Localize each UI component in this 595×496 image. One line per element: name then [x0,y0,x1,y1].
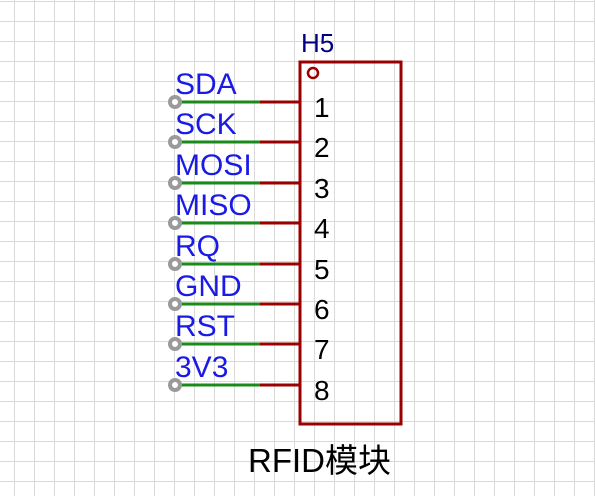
net-label[interactable]: MISO [175,189,252,222]
net-label[interactable]: SDA [175,68,237,101]
wire-end-terminal-icon[interactable] [168,135,182,149]
net-label[interactable]: GND [175,270,242,303]
wire-end-terminal-icon[interactable] [168,216,182,230]
net-label[interactable]: SCK [175,108,237,141]
net-label[interactable]: 3V3 [175,351,228,384]
wire-end-terminal-icon[interactable] [168,378,182,392]
pin-row: SCK 2 [168,108,330,163]
pin-number: 7 [314,334,330,365]
pin-number: 8 [314,375,330,406]
pin-number: 4 [314,213,330,244]
pin-row: RQ 5 [168,230,330,285]
pin-row: GND 6 [168,270,330,325]
wire-end-terminal-icon[interactable] [168,257,182,271]
wire-end-terminal-icon[interactable] [168,95,182,109]
pin-row: RST 7 [168,310,330,365]
pin-number: 5 [314,254,330,285]
pin-row: SDA 1 [168,68,330,123]
component-name[interactable]: RFID模块 [248,442,391,479]
component-body[interactable] [298,60,403,426]
pin-number: 1 [314,92,330,123]
pin-row: MOSI 3 [168,149,330,204]
pin-number: 2 [314,132,330,163]
net-label[interactable]: RQ [175,230,220,263]
net-label[interactable]: RST [175,310,235,343]
pin-row: 3V3 8 [168,351,330,406]
wire-end-terminal-icon[interactable] [168,297,182,311]
component-designator[interactable]: H5 [301,28,334,58]
wire-end-terminal-icon[interactable] [168,337,182,351]
pin-row: MISO 4 [168,189,330,244]
pin-number: 3 [314,173,330,204]
pin-number: 6 [314,294,330,325]
pin1-marker-icon [306,66,320,80]
net-label[interactable]: MOSI [175,149,252,182]
wire-end-terminal-icon[interactable] [168,176,182,190]
